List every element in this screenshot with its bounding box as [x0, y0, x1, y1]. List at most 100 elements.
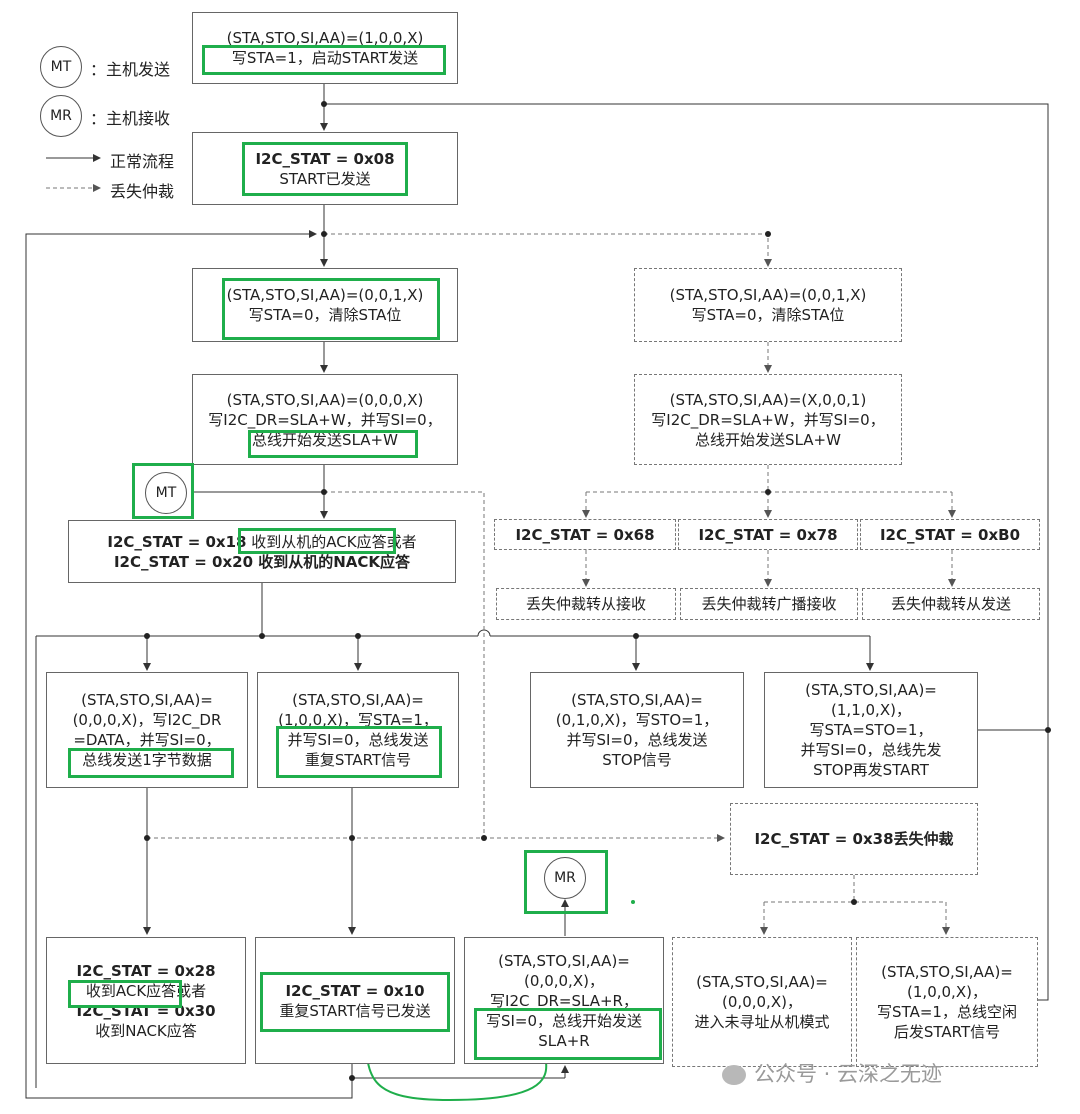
node-stop-line4: STOP信号 [602, 751, 672, 769]
node-slave-mode-line3: 进入未寻址从机模式 [694, 1013, 830, 1031]
legend-dashed-label: 丢失仲裁 [110, 182, 175, 201]
node-stat18-20: I2C_STAT = 0x18 收到从机的ACK应答或者 I2C_STAT = … [68, 520, 456, 583]
legend-mr-text: MR [50, 108, 72, 124]
node-idle-start-line2: (1,0,0,X)， [907, 983, 987, 1001]
lost-rx-text: 丢失仲裁转从接收 [525, 595, 646, 613]
node-stop-start-line3: 写STA=STO=1， [809, 721, 933, 739]
legend-mr-label: ：主机接收 [90, 109, 171, 128]
stat18-or: 或者 [386, 532, 417, 551]
node-send-slaw-line2: 写I2C_DR=SLA+W，并写SI=0， [208, 410, 442, 429]
node-start-line1: (STA,STO,SI,AA)=(1,0,0,X) [226, 29, 424, 47]
node-data-line2: (0,0,0,X)，写I2C_DR [72, 711, 222, 729]
node-clear-sta-line2: 写STA=0，清除STA位 [248, 306, 402, 324]
node-stat78: I2C_STAT = 0x78 [678, 519, 858, 550]
statB0-text: I2C_STAT = 0xB0 [879, 525, 1021, 544]
node-restart-line2: (1,0,0,X)，写STA=1， [278, 711, 438, 729]
node-restart: (STA,STO,SI,AA)= (1,0,0,X)，写STA=1， 并写SI=… [257, 672, 459, 788]
node-stat18-line: I2C_STAT = 0x18 收到从机的ACK应答或者 [107, 532, 416, 552]
node-slave-mode-line2: (0,0,0,X)， [722, 993, 802, 1011]
node-stat38: I2C_STAT = 0x38丢失仲裁 [730, 803, 978, 875]
node-restart-line4: 重复START信号 [304, 751, 412, 769]
lost-bc-text: 丢失仲裁转广播接收 [701, 595, 837, 613]
legend-mt-circle: MT [40, 46, 82, 88]
node-idle-start-line3: 写STA=1，总线空闲 [877, 1003, 1017, 1021]
watermark-text: 公众号 · 云深之无迹 [754, 1062, 943, 1086]
node-send-slaw-line3: 总线开始发送SLA+W [252, 430, 398, 449]
mr-circle: MR [544, 857, 586, 899]
node-stop-line2: (0,1,0,X)，写STO=1， [555, 711, 719, 729]
stat18-code: I2C_STAT = 0x18 [107, 532, 247, 551]
lost-tx-text: 丢失仲裁转从发送 [890, 595, 1011, 613]
node-stat08-line2: START已发送 [279, 169, 371, 188]
node-data-line4: 总线发送1字节数据 [82, 751, 212, 769]
node-stop-line3: 并写SI=0，总线发送 [566, 731, 708, 749]
node-send-slar-line1: (STA,STO,SI,AA)= [498, 951, 630, 970]
node-stop-start-line1: (STA,STO,SI,AA)= [805, 681, 937, 699]
node-stop-start-line4: 并写SI=0，总线先发 [800, 741, 942, 759]
stat78-text: I2C_STAT = 0x78 [698, 525, 838, 544]
legend-solid-label: 正常流程 [110, 152, 175, 171]
node-slave-mode-line1: (STA,STO,SI,AA)= [696, 973, 828, 991]
node-send-slar-line3: 写I2C_DR=SLA+R， [490, 991, 638, 1010]
stat68-text: I2C_STAT = 0x68 [515, 525, 655, 544]
node-send-slar-line5: SLA+R [538, 1031, 590, 1050]
legend-mt-text: MT [50, 59, 72, 75]
node-stat28-line4: 收到NACK应答 [95, 1021, 197, 1040]
node-send-slar: (STA,STO,SI,AA)= (0,0,0,X)， 写I2C_DR=SLA+… [464, 937, 664, 1064]
node-stat10-line2: 重复START信号已发送 [279, 1001, 431, 1020]
node-stat28-line1: I2C_STAT = 0x28 [76, 961, 216, 980]
node-idle-start-line1: (STA,STO,SI,AA)= [881, 963, 1013, 981]
node-lost-tx: 丢失仲裁转从发送 [862, 588, 1040, 620]
node-send-slaw-line1: (STA,STO,SI,AA)=(0,0,0,X) [226, 390, 424, 409]
node-lost-rx: 丢失仲裁转从接收 [496, 588, 676, 620]
node-send-slaw-lost-line3: 总线开始发送SLA+W [695, 430, 841, 449]
node-stat08: I2C_STAT = 0x08 START已发送 [192, 132, 458, 205]
mt-circle-text: MT [155, 485, 177, 501]
node-clear-sta-lost-line2: 写STA=0，清除STA位 [691, 306, 845, 324]
node-stop-start: (STA,STO,SI,AA)= (1,1,0,X)， 写STA=STO=1， … [764, 672, 978, 788]
node-stat08-line1: I2C_STAT = 0x08 [255, 149, 395, 168]
node-stop-start-line2: (1,1,0,X)， [831, 701, 911, 719]
node-statB0: I2C_STAT = 0xB0 [860, 519, 1040, 550]
node-send-slaw-lost-line2: 写I2C_DR=SLA+W，并写SI=0， [651, 410, 885, 429]
node-stat28-30: I2C_STAT = 0x28 收到ACK应答或者 I2C_STAT = 0x3… [46, 937, 246, 1064]
node-data-line3: =DATA，并写SI=0， [73, 731, 221, 749]
node-start-line2: 写STA=1，启动START发送 [231, 49, 419, 67]
node-stat10: I2C_STAT = 0x10 重复START信号已发送 [255, 937, 455, 1064]
mt-circle: MT [145, 472, 187, 514]
node-send-slaw-lost-line1: (STA,STO,SI,AA)=(X,0,0,1) [669, 390, 867, 409]
node-stat20-line: I2C_STAT = 0x20 收到从机的NACK应答 [113, 552, 411, 571]
node-stop-start-line5: STOP再发START [813, 761, 929, 779]
watermark: 公众号 · 云深之无迹 [722, 1058, 942, 1088]
node-start: (STA,STO,SI,AA)=(1,0,0,X) 写STA=1，启动START… [192, 12, 458, 84]
node-stat28-line3: I2C_STAT = 0x30 [76, 1001, 216, 1020]
node-stat10-line1: I2C_STAT = 0x10 [285, 981, 425, 1000]
node-send-slaw-lost: (STA,STO,SI,AA)=(X,0,0,1) 写I2C_DR=SLA+W，… [634, 374, 902, 465]
node-send-slar-line4: 写SI=0，总线开始发送 [485, 1011, 643, 1030]
legend-mt-label: ：主机发送 [90, 60, 171, 79]
node-stop-line1: (STA,STO,SI,AA)= [571, 691, 703, 709]
node-clear-sta: (STA,STO,SI,AA)=(0,0,1,X) 写STA=0，清除STA位 [192, 268, 458, 342]
node-slave-mode: (STA,STO,SI,AA)= (0,0,0,X)， 进入未寻址从机模式 [672, 937, 852, 1067]
node-stop: (STA,STO,SI,AA)= (0,1,0,X)，写STO=1， 并写SI=… [530, 672, 744, 788]
node-send-slaw: (STA,STO,SI,AA)=(0,0,0,X) 写I2C_DR=SLA+W，… [192, 374, 458, 465]
node-restart-line3: 并写SI=0，总线发送 [287, 731, 429, 749]
node-data: (STA,STO,SI,AA)= (0,0,0,X)，写I2C_DR =DATA… [46, 672, 248, 788]
node-stat28-line2: 收到ACK应答或者 [85, 981, 207, 1000]
wechat-icon [722, 1065, 746, 1085]
stat18-ack: 收到从机的ACK应答 [251, 532, 387, 551]
legend-mr-circle: MR [40, 95, 82, 137]
node-idle-start-line4: 后发START信号 [893, 1023, 1001, 1041]
node-restart-line1: (STA,STO,SI,AA)= [292, 691, 424, 709]
stat38-text: I2C_STAT = 0x38丢失仲裁 [754, 830, 954, 848]
node-data-line1: (STA,STO,SI,AA)= [81, 691, 213, 709]
node-stat68: I2C_STAT = 0x68 [494, 519, 676, 550]
node-send-slar-line2: (0,0,0,X)， [524, 971, 604, 990]
node-clear-sta-lost-line1: (STA,STO,SI,AA)=(0,0,1,X) [669, 286, 867, 304]
node-clear-sta-line1: (STA,STO,SI,AA)=(0,0,1,X) [226, 286, 424, 304]
mr-circle-text: MR [554, 870, 576, 886]
node-lost-bc: 丢失仲裁转广播接收 [680, 588, 858, 620]
node-idle-start: (STA,STO,SI,AA)= (1,0,0,X)， 写STA=1，总线空闲 … [856, 937, 1038, 1067]
